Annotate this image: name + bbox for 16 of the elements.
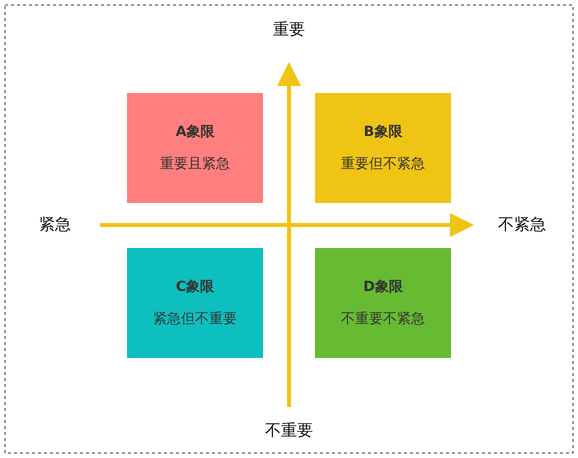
quadrant-title: A象限 bbox=[176, 123, 214, 141]
quadrant-title: D象限 bbox=[363, 278, 403, 296]
quadrant-box bbox=[127, 248, 263, 358]
axis-label: 不紧急 bbox=[498, 214, 546, 236]
quadrant-description: 重要且紧急 bbox=[160, 155, 230, 173]
quadrant-description: 紧急但不重要 bbox=[153, 310, 237, 328]
quadrant-title: B象限 bbox=[364, 123, 402, 141]
axis-label: 重要 bbox=[273, 20, 305, 40]
quadrant-description: 重要但不紧急 bbox=[341, 155, 425, 173]
quadrant-box bbox=[127, 93, 263, 203]
quadrant-description: 不重要不紧急 bbox=[341, 310, 425, 328]
quadrant-title: C象限 bbox=[176, 278, 214, 296]
axis-label: 不重要 bbox=[265, 420, 313, 442]
quadrant-box bbox=[315, 93, 451, 203]
axis-label: 紧急 bbox=[39, 214, 71, 236]
quadrant-box bbox=[315, 248, 451, 358]
